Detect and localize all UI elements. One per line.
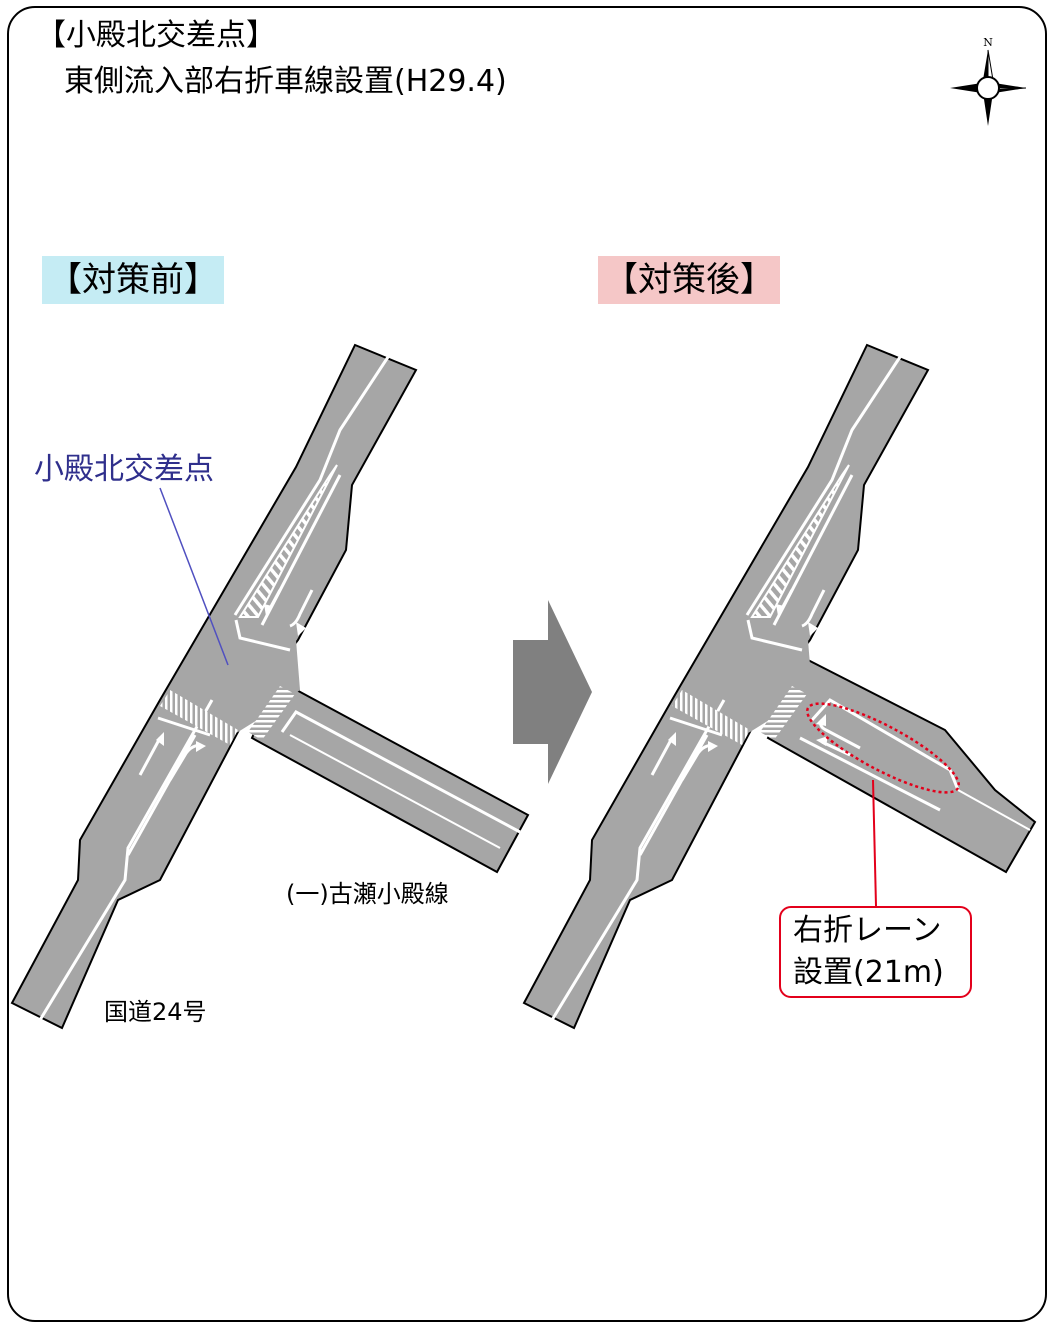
page-subtitle: 東側流入部右折車線設置(H29.4) <box>64 64 507 99</box>
intersection-name-label: 小殿北交差点 <box>34 452 214 487</box>
callout-line2: 設置(21m) <box>793 955 944 990</box>
outer-frame <box>7 6 1047 1322</box>
compass-north-label: N <box>983 36 993 49</box>
transition-arrow-icon <box>513 600 592 784</box>
prefectural-road-label: (一)古瀬小殿線 <box>286 880 449 908</box>
before-label: 【対策前】 <box>42 256 224 304</box>
prefectural-road-after <box>766 658 1037 874</box>
page-title: 【小殿北交差点】 <box>36 18 276 53</box>
national-road-label: 国道24号 <box>104 998 207 1026</box>
after-label: 【対策後】 <box>598 256 780 304</box>
prefectural-road <box>250 678 530 874</box>
right-turn-lane-callout: 右折レーン 設置(21m) <box>779 906 972 998</box>
after-diagram <box>522 343 1037 1030</box>
callout-line1: 右折レーン <box>793 913 942 948</box>
right-turn-lane-highlight <box>805 702 961 794</box>
compass-rose-icon: N <box>950 36 1026 126</box>
before-diagram <box>10 343 530 1030</box>
